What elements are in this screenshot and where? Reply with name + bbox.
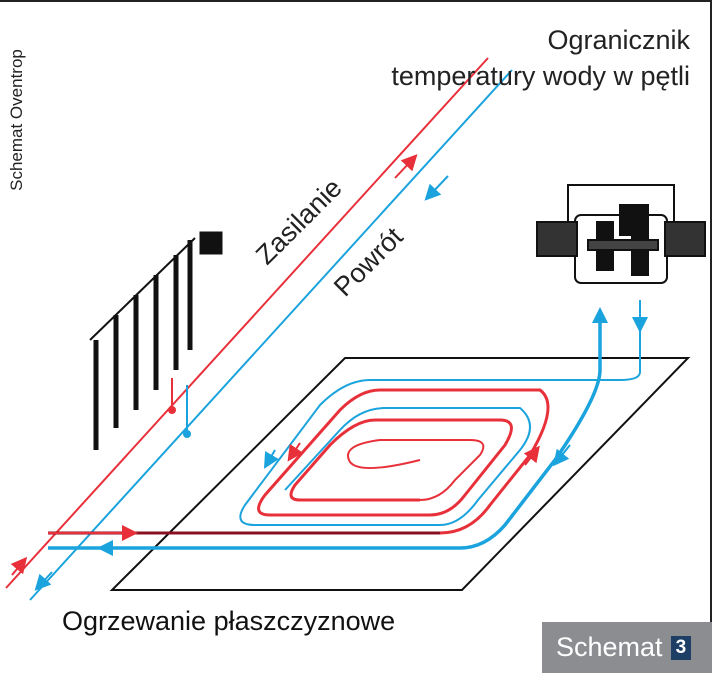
badge-number: 3 [670,635,692,660]
diagram-title: Ogranicznik temperatury wody w pętli [391,22,690,94]
title-line-1: Ogranicznik [547,25,690,55]
supply-pipe [5,57,489,589]
radiator-icon [89,231,223,450]
supply-arrow [394,154,418,179]
return-pipe [29,69,513,601]
temperature-limiter-icon [536,184,706,284]
return-arrow [424,175,449,201]
side-label: Schemat Oventrop [7,49,26,191]
schema-badge: Schemat 3 [542,622,712,673]
supply-arrow-lower [10,556,28,576]
return-arrow-lower [34,571,53,591]
badge-text: Schemat [556,632,663,662]
title-line-2: temperatury wody w pętli [391,61,690,91]
floor-plane [109,357,691,591]
floor-heating-label: Ogrzewanie płaszczyznowe [62,606,396,636]
floor-coil [48,300,648,556]
